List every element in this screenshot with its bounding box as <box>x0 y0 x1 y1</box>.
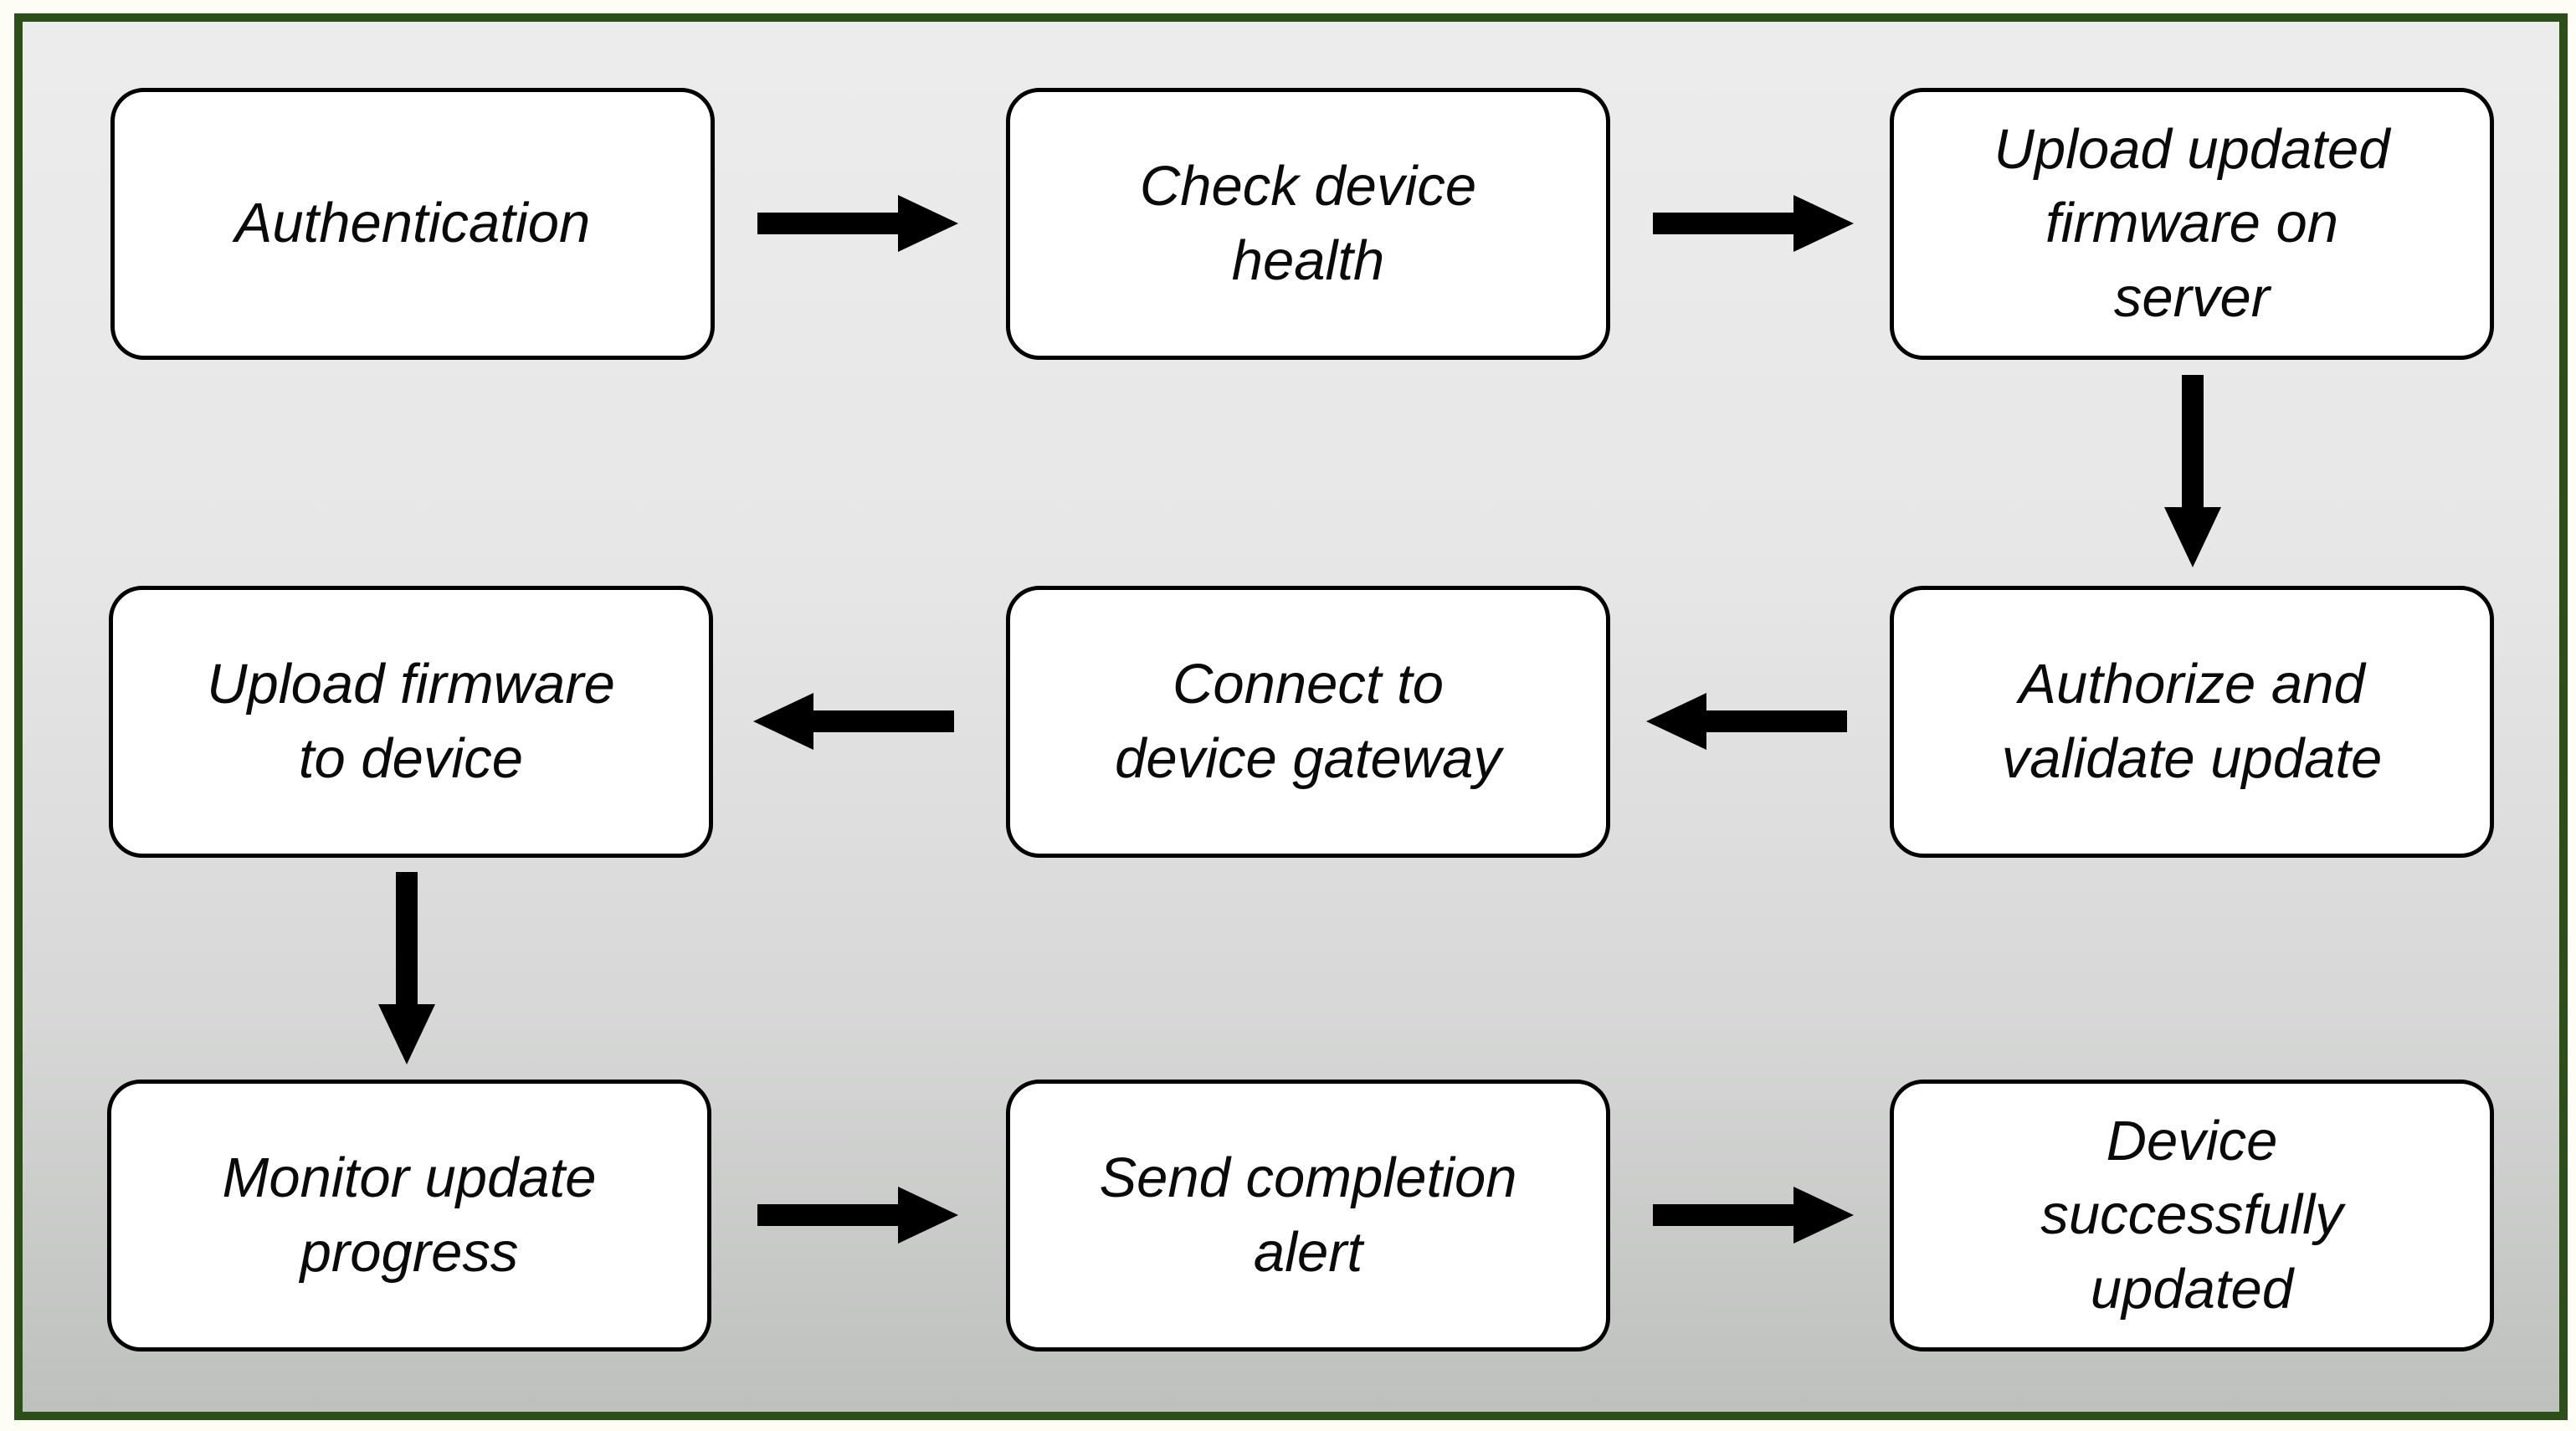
arrow-alert-to-updated-right-icon <box>1653 1187 1854 1244</box>
node-upload-updated-firmware-on-server: Upload updated firmware on server <box>1890 88 2494 360</box>
node-check-device-health-label: Check device health <box>1139 155 1477 292</box>
node-connect-to-device-gateway: Connect to device gateway <box>1006 586 1610 858</box>
node-connect-to-device-gateway-label: Connect to device gateway <box>1115 653 1501 790</box>
node-authentication-label: Authentication <box>234 192 591 255</box>
arrow-check-to-upload-server-right-icon <box>1653 195 1854 252</box>
node-authentication: Authentication <box>110 88 715 360</box>
node-device-successfully-updated: Device successfully updated <box>1890 1080 2494 1352</box>
arrow-upload-device-to-monitor-down-icon <box>378 872 435 1064</box>
arrow-gateway-to-upload-device-left-icon <box>753 693 954 750</box>
node-upload-firmware-to-device: Upload firmware to device <box>109 586 713 858</box>
arrow-upload-server-to-authorize-down-icon <box>2164 375 2221 567</box>
node-upload-updated-firmware-on-server-label: Upload updated firmware on server <box>1994 117 2390 329</box>
arrow-monitor-to-alert-right-icon <box>757 1187 958 1244</box>
node-send-completion-alert: Send completion alert <box>1006 1080 1610 1352</box>
arrow-authorize-to-gateway-left-icon <box>1646 693 1847 750</box>
node-check-device-health: Check device health <box>1006 88 1610 360</box>
node-upload-firmware-to-device-label: Upload firmware to device <box>207 653 615 790</box>
node-authorize-and-validate-update-label: Authorize and validate update <box>2001 653 2383 790</box>
arrow-authentication-to-check-right-icon <box>757 195 958 252</box>
node-authorize-and-validate-update: Authorize and validate update <box>1890 586 2494 858</box>
node-send-completion-alert-label: Send completion alert <box>1099 1146 1517 1284</box>
node-device-successfully-updated-label: Device successfully updated <box>2040 1109 2343 1321</box>
node-monitor-update-progress-label: Monitor update progress <box>222 1146 597 1284</box>
node-monitor-update-progress: Monitor update progress <box>107 1080 711 1352</box>
diagram-frame: Authentication Check device health Uploa… <box>14 13 2568 1420</box>
